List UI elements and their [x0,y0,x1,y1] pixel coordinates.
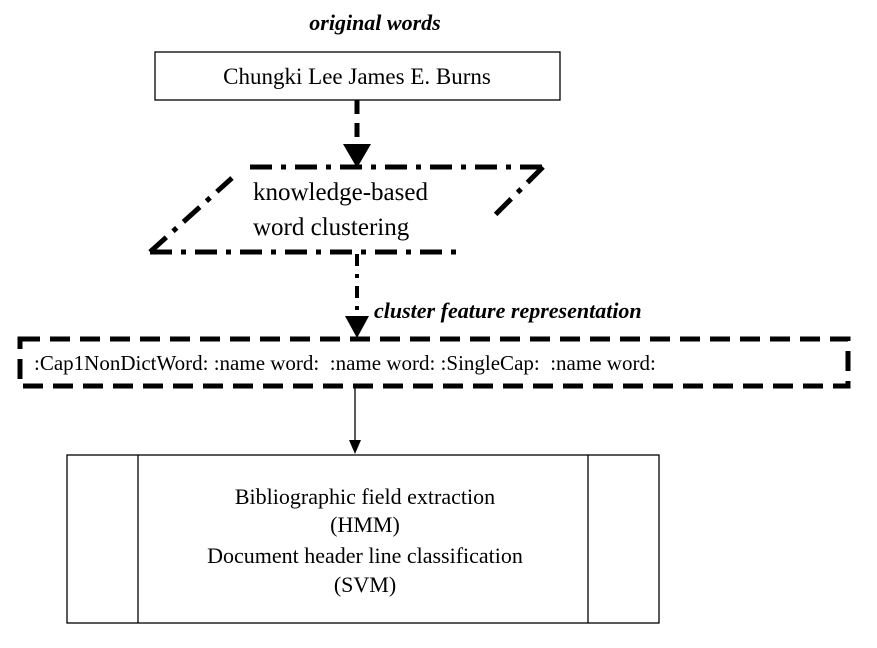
feature-text: :Cap1NonDictWord: :name word: :name word… [34,351,656,375]
final-process-box [66,454,660,624]
final-process-node: Bibliographic field extraction (HMM) Doc… [66,454,660,624]
feature-node: :Cap1NonDictWord: :name word: :name word… [17,336,851,389]
arrow-original-to-clustering [343,100,371,168]
final-line3: Document header line classification [207,543,523,568]
arrowhead-2 [345,316,369,338]
feature-label: cluster feature representation [374,298,642,323]
final-line2: (HMM) [330,512,400,537]
clustering-node: knowledge-based word clustering [148,164,545,255]
final-line4: (SVM) [334,572,396,597]
arrow-clustering-to-features [345,254,369,338]
arrowhead-3 [349,440,361,454]
feature-box [17,336,851,389]
diagram-title: original words [309,10,440,35]
arrow-features-to-process [349,388,361,454]
clustering-line1: knowledge-based [253,179,428,206]
clustering-line2: word clustering [253,214,410,241]
original-words-text: Chungki Lee James E. Burns [223,64,491,89]
final-line1: Bibliographic field extraction [235,484,495,509]
original-words-node: Chungki Lee James E. Burns [154,51,561,101]
arrowhead-1 [343,144,371,168]
